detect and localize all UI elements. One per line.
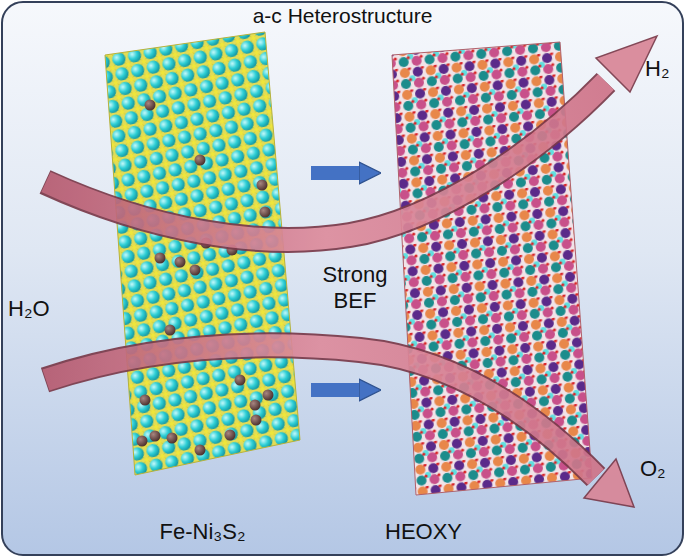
species-label: O₂: [640, 456, 666, 482]
structure-panel: Fe-Ni₃S₂: [100, 20, 305, 545]
structure-panel: HEOXY: [385, 35, 595, 545]
species-label: H₂O: [8, 296, 50, 322]
field-label: Strong BEF: [315, 262, 395, 314]
structure-label: HEOXY: [385, 519, 462, 545]
diagram-title: a-c Heterostructure: [0, 3, 685, 29]
structure-label: Fe-Ni₃S₂: [160, 519, 246, 545]
transform-arrow: [311, 383, 359, 397]
species-label: H₂: [645, 56, 669, 82]
transform-arrow: [311, 166, 359, 180]
h2-flow-arrow: [45, 36, 657, 240]
o2-flow-arrow: [45, 345, 634, 507]
fe-ni3s2-lattice: [105, 32, 300, 475]
